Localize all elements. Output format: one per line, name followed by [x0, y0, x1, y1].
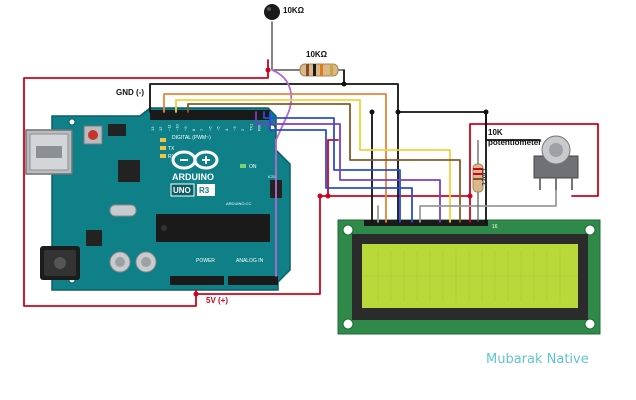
lcd-character-grid: [362, 250, 578, 302]
wire-brown: [187, 103, 461, 223]
capacitor: [109, 251, 157, 273]
usb-chip: [118, 160, 140, 182]
digital-pin-label: ~10: [175, 123, 180, 131]
lcd-module: 16: [337, 219, 601, 335]
r3-label: R3: [199, 186, 210, 195]
digital-pin-label: 7: [199, 128, 204, 131]
led-rx: [160, 154, 166, 158]
digital-pin-label: 4: [224, 128, 229, 131]
lcd-pin16-label: 16: [492, 224, 498, 230]
power-header: [170, 276, 224, 285]
wire-gnd: [149, 69, 345, 113]
arduino-pcb: [51, 107, 291, 291]
wire-gnd-pot: [485, 111, 541, 141]
usb-port: [25, 129, 73, 175]
wire-gnd-right: [343, 83, 487, 223]
wire-5v-pot: [469, 123, 599, 197]
voltage-regulator: [86, 230, 102, 246]
digital-pin-label: 2: [240, 128, 245, 131]
digital-pin-label: ~5: [216, 126, 221, 131]
thermistor-label: 10KΩ: [283, 6, 305, 15]
crystal: [109, 204, 137, 217]
potentiometer: [533, 135, 579, 190]
arduino-brand-text: ARDUINO: [172, 172, 214, 182]
digital-header: [150, 110, 270, 120]
wire-purple-data: [255, 111, 441, 223]
potentiometer-label-line2: potentiometer: [488, 138, 542, 147]
digital-pin-label: RX0: [257, 122, 262, 131]
wire-blue-2: [269, 111, 413, 223]
dc-jack: [40, 246, 80, 280]
junction-dots: [193, 67, 473, 297]
digital-pin-label: TX1: [248, 123, 253, 131]
digital-label: DIGITAL (PWM~): [172, 135, 211, 141]
digital-pin-label: ~6: [207, 126, 212, 131]
on-label: ON: [249, 164, 257, 170]
led-on: [240, 164, 246, 168]
uno-label: UNO: [173, 186, 191, 195]
chip-label: ARDUINO.CC: [226, 201, 251, 206]
icsp-label: ICSP: [268, 174, 278, 179]
digital-pin-label: ~3: [232, 126, 237, 131]
resistor-220-label: 220Ω: [482, 168, 489, 186]
led-l: [160, 138, 166, 142]
atmega-chip: [156, 214, 270, 242]
potentiometer-label-line1: 10K: [488, 128, 503, 137]
lcd-pin-header: [364, 220, 488, 226]
resistor-10k: [299, 63, 339, 77]
reset-button: [83, 125, 103, 145]
wire-yellow: [175, 99, 451, 223]
wire-5v-bottom: [195, 195, 471, 295]
wires: [23, 21, 599, 307]
tx-label: TX: [168, 146, 175, 152]
arduino-logo: [171, 150, 219, 170]
arduino-board: ON TX RX ARDUINO UNO R3 ARDUINO.CC ICSP: [25, 107, 291, 291]
led-tx: [160, 146, 166, 150]
analog-label: ANALOG IN: [236, 258, 264, 264]
wire-5v-left-loop: [23, 59, 269, 307]
thermistor: [264, 4, 280, 20]
junction-dots-black: [341, 81, 489, 115]
digital-pin-label: ~9: [183, 126, 188, 131]
power-label: POWER: [196, 258, 215, 264]
analog-header: [228, 276, 278, 285]
gnd-label: GND (-): [116, 88, 144, 97]
wire-orange: [163, 93, 387, 223]
watermark: Mubarak Native: [486, 352, 589, 367]
resistor-label: 10KΩ: [306, 50, 328, 59]
wire-pot-wiper: [419, 179, 557, 223]
digital-pin-label: 13: [150, 126, 155, 131]
vcc-label: 5V (+): [206, 296, 229, 305]
digital-pin-label: 12: [158, 126, 163, 131]
digital-pin-label: 8: [191, 128, 196, 131]
digital-pin-label: ~11: [166, 124, 171, 131]
resistor-220: [472, 140, 484, 222]
wire-blue: [263, 111, 401, 223]
rx-label: RX: [168, 154, 176, 160]
